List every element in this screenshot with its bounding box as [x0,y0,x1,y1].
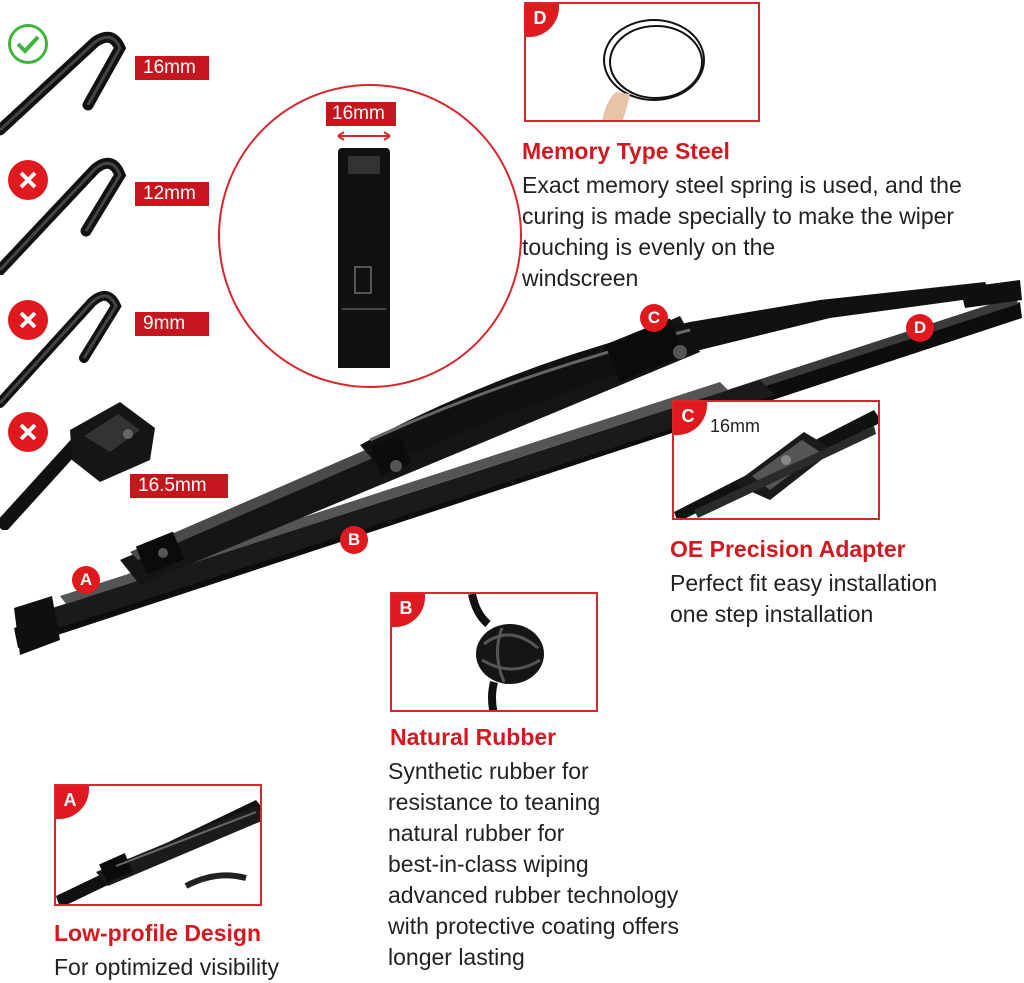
callout-description: Perfect fit easy installation one step i… [670,568,937,630]
description-line: longer lasting [388,944,525,970]
inset-badge: D [526,4,559,37]
inset-memory-steel: D [524,2,760,122]
hook-size-label: 12mm [135,182,209,206]
callout-description: Synthetic rubber for resistance to teani… [388,756,679,973]
description-line: advanced rubber technology [388,882,679,908]
hook-profile [338,148,390,368]
dimension-arrow [337,131,391,141]
low-profile-illustration [56,800,260,904]
description-line: best-in-class wiping [388,851,589,877]
callout-title: OE Precision Adapter [670,536,906,562]
description-line: curing is made specially to make the wip… [522,203,955,229]
blade-badge-d: D [906,314,934,342]
callout-title: Low-profile Design [54,920,261,946]
hook-status-no [8,300,48,340]
cross-icon [19,171,37,189]
inset-badge: A [56,786,89,819]
inset-natural-rubber: B [390,592,598,712]
description-line: For optimized visibility [54,954,279,980]
hook-12mm-illustration [0,157,127,275]
description-line: touching is evenly on the [522,234,776,260]
callout-title: Memory Type Steel [522,138,730,164]
rubber-knot-illustration [468,594,544,710]
hook-status-no [8,160,48,200]
description-line: natural rubber for [388,820,565,846]
description-line: resistance to teaning [388,789,601,815]
blade-badge-c: C [640,304,668,332]
description-line: one step installation [670,601,874,627]
hook-size-label: 16mm [135,56,209,80]
inset-width-label: 16mm [710,416,761,436]
blade-badge-b: B [340,526,368,554]
hook-size-label: 9mm [135,312,209,336]
hook-status-no [8,412,48,452]
description-line: Exact memory steel spring is used, and t… [522,172,962,198]
adapter-illustration [674,410,878,518]
callout-title: Natural Rubber [390,724,557,750]
description-line: Perfect fit easy installation [670,570,938,596]
callout-description: For optimized visibility [54,952,279,983]
steel-spring-illustration [602,19,705,120]
description-line: windscreen [522,265,639,291]
hook-16mm-illustration [0,31,127,136]
blade-badge-a: A [72,566,100,594]
check-icon [16,35,40,54]
zoom-width-label: 16mm [326,102,396,126]
cross-icon [19,311,37,329]
zoom-circle: 16mm [218,84,522,388]
hook-size-label: 16.5mm [130,474,228,498]
hook-9mm-illustration [0,291,122,408]
description-line: Synthetic rubber for [388,758,589,784]
inset-badge: B [392,594,425,627]
inset-precision-adapter: C 16mm [672,400,880,520]
inset-low-profile: A [54,784,262,906]
hook-pin-adapter-illustration [0,402,155,530]
hook-status-ok [8,24,48,64]
description-line: with protective coating offers [388,913,680,939]
wiper-blade-illustration [14,280,1022,655]
cross-icon [19,423,37,441]
callout-description: Exact memory steel spring is used, and t… [522,170,962,294]
